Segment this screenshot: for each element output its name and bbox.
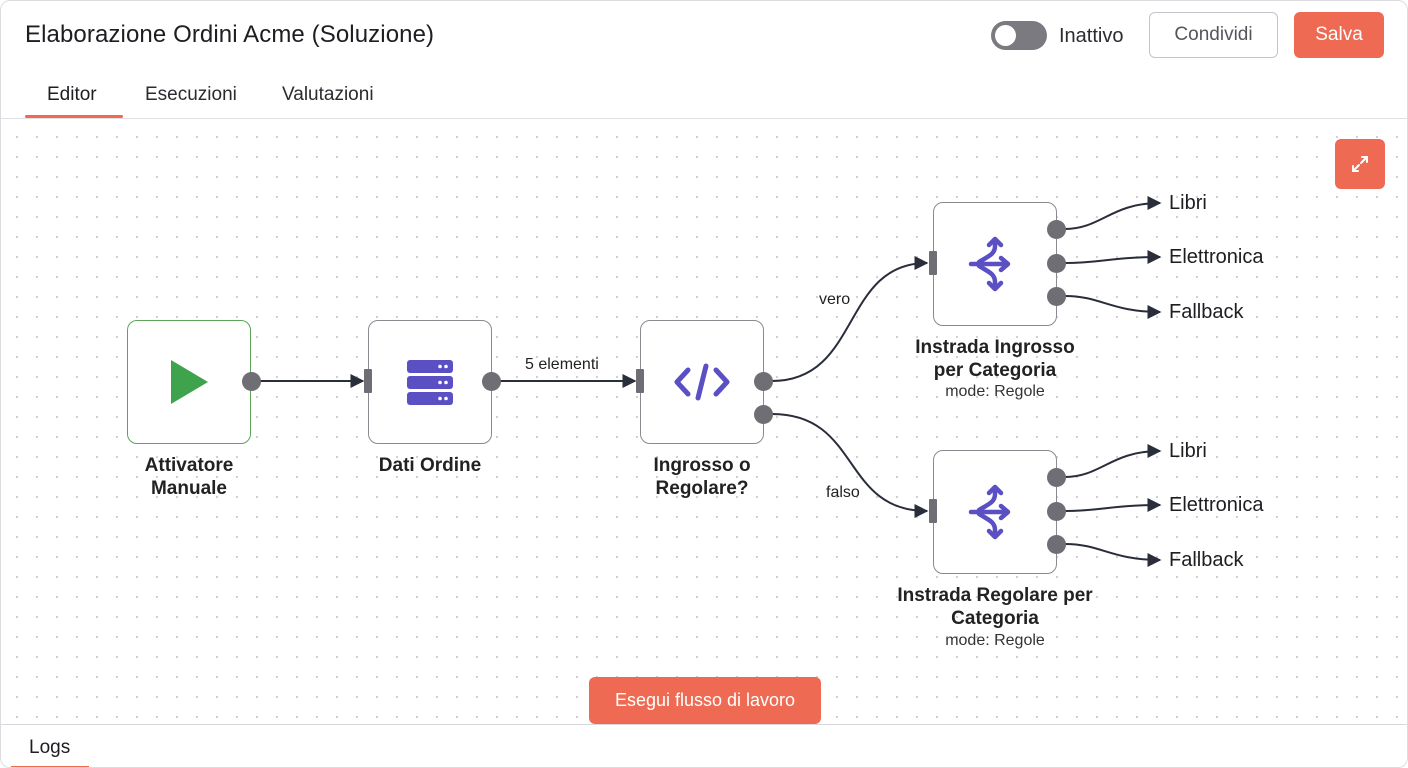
node-route-regular[interactable] (933, 450, 1057, 574)
node-wholesale-check[interactable] (640, 320, 764, 444)
route-regular-label-line2: Categoria (951, 608, 1039, 629)
save-button[interactable]: Salva (1294, 12, 1384, 58)
check-label-line2: Regolare? (655, 478, 749, 499)
trigger-output-handle[interactable] (242, 372, 261, 391)
active-tab-indicator (25, 115, 123, 118)
switch-icon (968, 484, 1011, 540)
node-label-order-data: Dati Ordine (378, 455, 482, 476)
toggle-status-label: Inattivo (1059, 25, 1124, 47)
route-regular-out-fallback[interactable] (1047, 535, 1066, 554)
logs-tab-indicator (11, 766, 89, 767)
code-icon (674, 363, 730, 401)
output-regular-elettronica: Elettronica (1169, 494, 1264, 516)
share-button[interactable]: Condividi (1149, 12, 1278, 58)
edge-items-count-label: 5 elementi (525, 356, 599, 373)
check-input-handle[interactable] (636, 369, 644, 393)
execute-workflow-button[interactable]: Esegui flusso di lavoro (589, 677, 821, 724)
expand-icon (1352, 156, 1368, 172)
tab-executions[interactable]: Esecuzioni (145, 84, 237, 105)
trigger-label-line2: Manuale (150, 478, 228, 499)
route-wholesale-out-elettronica[interactable] (1047, 254, 1066, 273)
node-label-route-regular: Instrada Regolare per Categoria (875, 584, 1115, 630)
edge-true-label: vero (819, 291, 851, 308)
output-wholesale-fallback: Fallback (1169, 301, 1244, 323)
route-wholesale-out-libri[interactable] (1047, 220, 1066, 239)
workflow-title[interactable]: Elaborazione Ordini Acme (Soluzione) (25, 21, 435, 48)
node-order-data[interactable] (368, 320, 492, 444)
order-data-output-handle[interactable] (482, 372, 501, 391)
check-false-output-handle[interactable] (754, 405, 773, 424)
play-icon (171, 360, 208, 404)
node-label-route-wholesale: Instrada Ingrosso per Categoria (885, 336, 1105, 382)
edge-false-label: falso (826, 484, 860, 501)
node-label-trigger: Attivatore Manuale (109, 454, 269, 500)
toggle-knob (995, 25, 1016, 46)
node-route-wholesale[interactable] (933, 202, 1057, 326)
header-bar: Elaborazione Ordini Acme (Soluzione) Ina… (1, 1, 1407, 119)
output-regular-fallback: Fallback (1169, 549, 1244, 571)
route-wholesale-label-line1: Instrada Ingrosso (915, 337, 1075, 358)
check-label-line1: Ingrosso o (653, 455, 751, 476)
route-regular-mode: mode: Regole (945, 632, 1045, 649)
active-toggle[interactable] (991, 21, 1047, 50)
route-regular-label-line1: Instrada Regolare per (897, 585, 1093, 606)
order-data-input-handle[interactable] (364, 369, 372, 393)
node-manual-trigger[interactable] (127, 320, 251, 444)
logs-panel-bar (1, 724, 1407, 767)
node-label-wholesale-check: Ingrosso o Regolare? (612, 454, 792, 500)
route-wholesale-out-fallback[interactable] (1047, 287, 1066, 306)
route-wholesale-input-handle[interactable] (929, 251, 937, 275)
output-wholesale-libri: Libri (1169, 192, 1207, 214)
check-true-output-handle[interactable] (754, 372, 773, 391)
logs-tab[interactable]: Logs (29, 737, 71, 758)
route-regular-out-libri[interactable] (1047, 468, 1066, 487)
tab-editor[interactable]: Editor (47, 84, 97, 105)
output-wholesale-elettronica: Elettronica (1169, 246, 1264, 268)
output-regular-libri: Libri (1169, 440, 1207, 462)
zoom-to-fit-button[interactable] (1335, 139, 1385, 189)
trigger-label-line1: Attivatore (144, 455, 234, 476)
route-regular-input-handle[interactable] (929, 499, 937, 523)
route-wholesale-label-line2: per Categoria (933, 360, 1057, 381)
route-wholesale-mode: mode: Regole (945, 383, 1045, 400)
tab-evaluations[interactable]: Valutazioni (282, 84, 374, 105)
route-regular-out-elettronica[interactable] (1047, 502, 1066, 521)
switch-icon (968, 236, 1011, 292)
server-stack-icon (407, 360, 453, 405)
